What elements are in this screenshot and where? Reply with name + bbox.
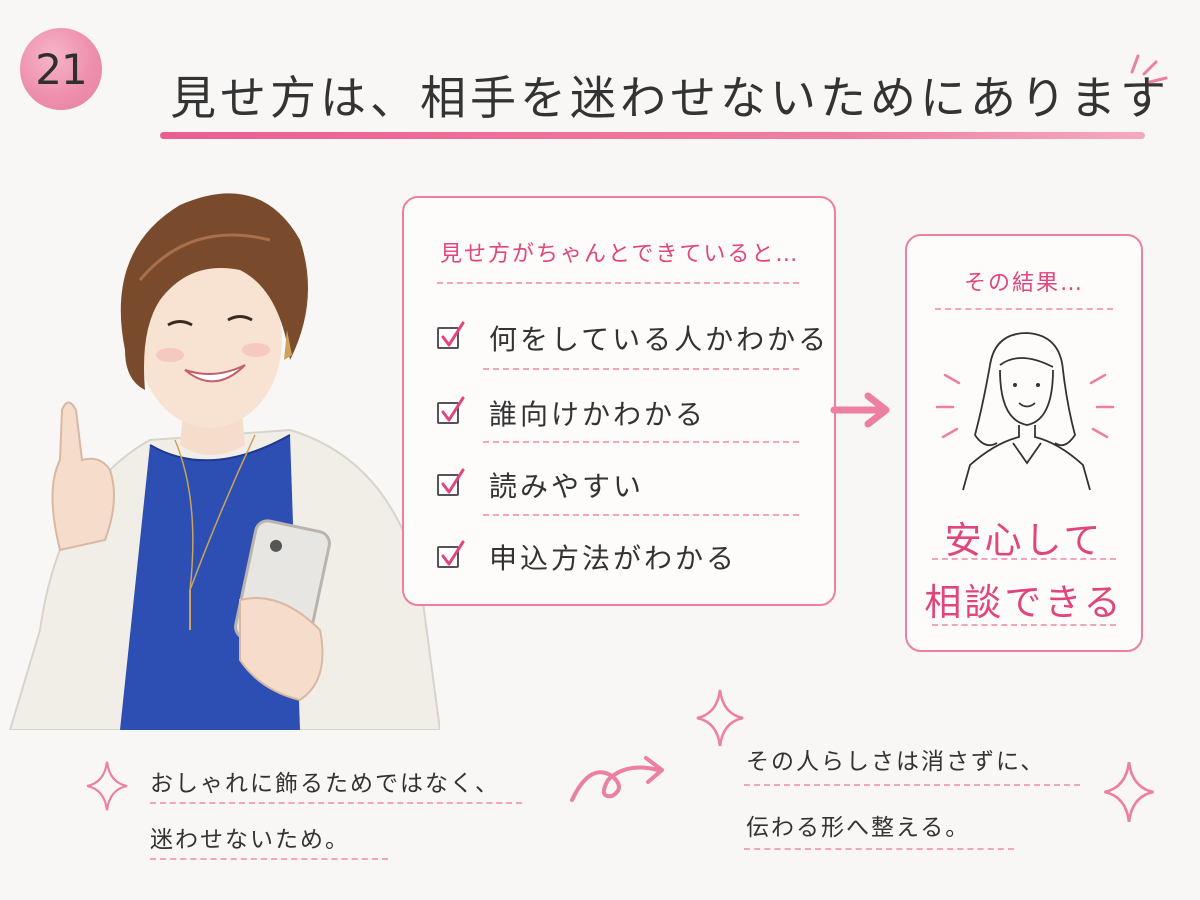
accent-marks-icon [1130,54,1168,84]
checklist-card [402,196,836,606]
page-number-badge: 21 [20,28,102,110]
bottom-left-line-2: 迷わせないため。 [150,827,350,853]
right-arrow-icon [830,392,890,428]
bottom-right-divider [744,784,1080,786]
checklist-item: 誰向けかわかる [437,393,706,433]
sparkle-icon [696,689,744,747]
page-title: 見せ方は、相手を迷わせないためにあります [170,71,1170,125]
bottom-left-divider [150,858,388,860]
bottom-right-divider [744,848,1014,850]
relieved-person-illustration [935,332,1115,491]
checkbox-icon [437,468,465,496]
checklist-item: 申込方法がわかる [437,537,737,577]
result-line-2: 相談できる [924,581,1124,624]
title-underline [160,132,1145,139]
checklist-item: 何をしている人かわかる [437,318,829,358]
heading-divider [437,282,799,284]
bottom-right-line-1: その人らしさは消さずに、 [746,749,1046,775]
checklist-item-label: 誰向けかわかる [489,398,707,431]
result-heading-divider [935,308,1113,310]
checklist-heading: 見せ方がちゃんとできていると… [440,242,800,267]
bottom-right-line-2: 伝わる形へ整える。 [746,815,971,841]
sparkle-icon [86,761,128,811]
bottom-left-divider [150,802,522,804]
sparkle-icon [1104,761,1154,823]
checklist-item: 読みやすい [437,465,644,505]
result-card [905,234,1143,652]
checklist-item-label: 申込方法がわかる [489,542,738,575]
result-heading: その結果… [963,271,1084,296]
checklist-item-label: 読みやすい [489,470,645,503]
checkbox-icon [437,396,465,424]
swirl-arrow-icon [570,756,664,802]
result-line-1: 安心して [944,519,1104,562]
result-divider [932,558,1116,560]
item-divider [483,368,799,370]
item-divider [483,514,799,516]
page-number: 21 [35,44,87,94]
bottom-left-line-1: おしゃれに飾るためではなく、 [150,771,500,797]
item-divider [483,441,799,443]
result-divider [932,624,1116,626]
checkbox-icon [437,540,465,568]
checkbox-icon [437,321,465,349]
woman-illustration [8,193,440,730]
checklist-item-label: 何をしている人かわかる [489,323,830,356]
